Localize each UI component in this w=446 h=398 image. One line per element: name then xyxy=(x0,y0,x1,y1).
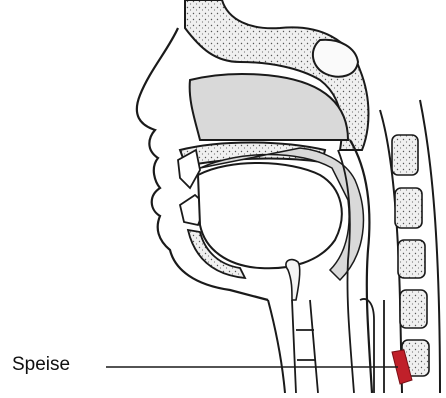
vertebra-4 xyxy=(400,290,427,328)
vertebra-2 xyxy=(395,188,422,228)
larynx-front xyxy=(268,300,285,393)
tongue xyxy=(198,163,342,268)
speise-label: Speise xyxy=(12,354,70,376)
trachea xyxy=(292,300,318,393)
epiglottis xyxy=(286,260,300,300)
vertebra-1 xyxy=(392,135,418,175)
vertebra-3 xyxy=(398,240,425,278)
sinus-cavity xyxy=(313,40,358,77)
